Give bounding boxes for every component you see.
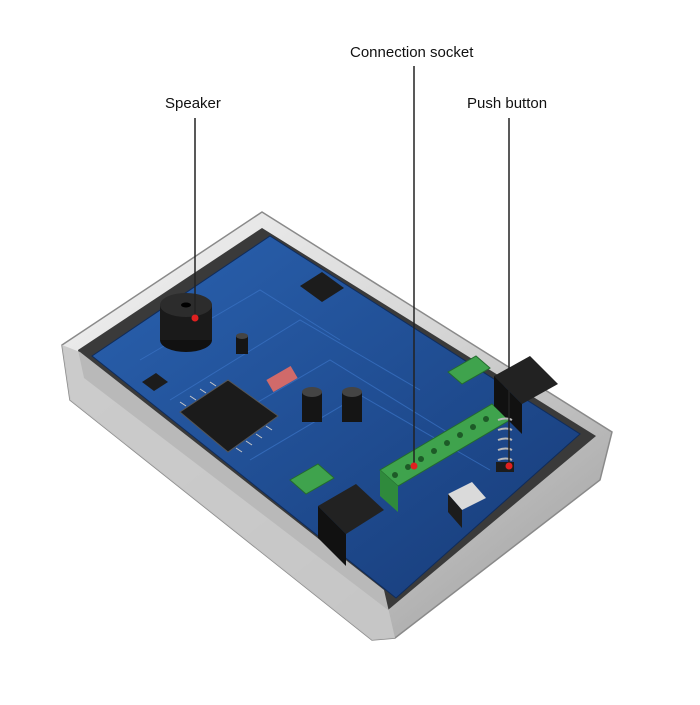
socket-marker <box>410 462 418 470</box>
speaker-marker <box>191 314 199 322</box>
button-marker <box>505 462 513 470</box>
push-button-component <box>496 417 514 472</box>
push-button-label: Push button <box>467 95 548 112</box>
connection-socket-label: Connection socket <box>350 44 474 61</box>
rj-connectors <box>318 356 558 566</box>
capacitors <box>236 333 362 422</box>
leader-markers <box>191 314 513 470</box>
speaker-component <box>160 293 212 352</box>
small-ics <box>142 272 344 393</box>
microcontroller-chip <box>179 379 279 453</box>
speaker-label: Speaker <box>165 95 221 112</box>
leader-lines <box>194 66 510 464</box>
voltage-regulator <box>448 482 486 528</box>
